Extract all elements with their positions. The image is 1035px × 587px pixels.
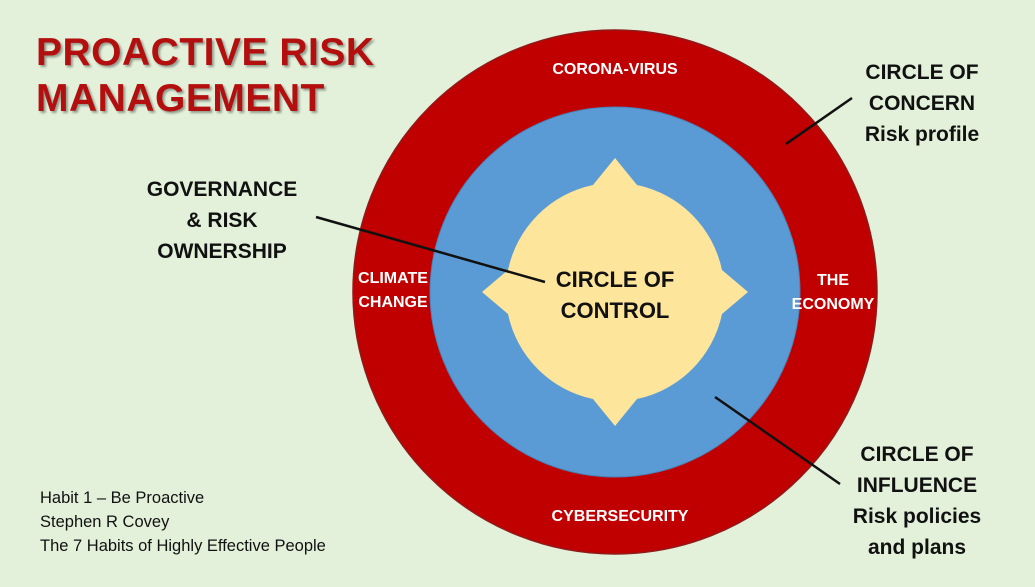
concern-pointer-line <box>785 96 853 146</box>
concern-line-1: CIRCLE OF <box>865 61 979 84</box>
governance-line-2: & RISK <box>186 209 258 232</box>
climate-text: CLIMATE <box>358 270 428 287</box>
concern-line-2: CONCERN <box>868 92 976 115</box>
influence-pointer-line <box>714 395 841 486</box>
page-title: PROACTIVE RISK MANAGEMENT <box>36 30 375 122</box>
circle-of-control-label: CIRCLE OF CONTROL <box>525 264 705 326</box>
title-line-1: PROACTIVE RISK <box>36 31 375 74</box>
governance-line-1: GOVERNANCE <box>146 178 298 201</box>
cybersecurity-text: CYBERSECURITY <box>551 508 689 525</box>
cybersecurity-label: CYBERSECURITY <box>520 505 720 529</box>
credit-line-2: Stephen R Covey <box>40 513 170 531</box>
credit-line-3: The 7 Habits of Highly Effective People <box>40 537 326 555</box>
center-line-2: CONTROL <box>560 298 670 323</box>
source-credits: Habit 1 – Be Proactive Stephen R Covey T… <box>40 486 326 558</box>
influence-line-1: CIRCLE OF <box>860 443 974 466</box>
circle-of-control-shape <box>482 158 748 426</box>
the-text: THE <box>817 272 849 289</box>
corona-virus-text: CORONA-VIRUS <box>552 61 678 78</box>
influence-line-3: Risk policies <box>852 505 982 528</box>
influence-line-4: and plans <box>867 536 967 559</box>
governance-pointer-line <box>315 215 546 284</box>
governance-callout: GOVERNANCE & RISK OWNERSHIP <box>122 174 322 267</box>
the-economy-label: THE ECONOMY <box>785 269 881 317</box>
change-text: CHANGE <box>358 294 428 311</box>
concern-line-3: Risk profile <box>864 123 980 146</box>
climate-change-label: CLIMATE CHANGE <box>348 267 438 315</box>
economy-text: ECONOMY <box>791 296 875 313</box>
concern-callout: CIRCLE OF CONCERN Risk profile <box>837 57 1007 150</box>
title-line-2: MANAGEMENT <box>36 77 325 120</box>
corona-virus-label: CORONA-VIRUS <box>515 58 715 82</box>
center-line-1: CIRCLE OF <box>555 267 675 292</box>
influence-callout: CIRCLE OF INFLUENCE Risk policies and pl… <box>832 439 1002 563</box>
influence-line-2: INFLUENCE <box>856 474 978 497</box>
governance-line-3: OWNERSHIP <box>157 240 287 263</box>
credit-line-1: Habit 1 – Be Proactive <box>40 489 205 507</box>
